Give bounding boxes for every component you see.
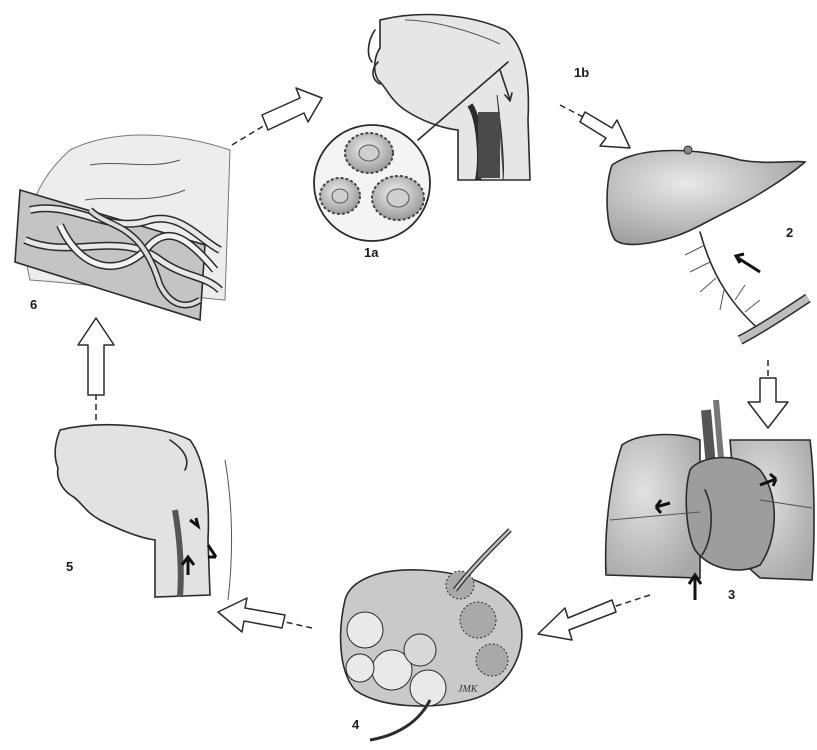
- stage-label-3: 3: [728, 588, 735, 601]
- stage-label-5: 5: [66, 560, 73, 573]
- arrow-3-to-4: [538, 595, 650, 640]
- stage-label-1b: 1b: [574, 66, 589, 79]
- egg: [372, 176, 424, 220]
- arrow-2-to-3: [748, 360, 788, 428]
- arrow-5-to-6: [78, 318, 114, 420]
- stage-label-2: 2: [786, 226, 793, 239]
- liver-illustration: [607, 146, 808, 340]
- artist-signature: JMK: [458, 684, 479, 695]
- arrow-4-to-5: [218, 598, 312, 632]
- egg: [345, 133, 393, 173]
- head-coughing-illustration: [55, 425, 231, 600]
- heart-lungs-illustration: [606, 400, 814, 600]
- stage-label-4: 4: [352, 718, 359, 731]
- alveoli-illustration: JMK: [341, 530, 522, 740]
- stage-label-6: 6: [30, 298, 37, 311]
- intestine-worms-illustration: [15, 135, 230, 320]
- arrow-1-to-2: [560, 105, 630, 148]
- stage-label-1a: 1a: [364, 246, 378, 259]
- egg: [320, 178, 360, 214]
- arrow-6-to-1: [232, 88, 322, 145]
